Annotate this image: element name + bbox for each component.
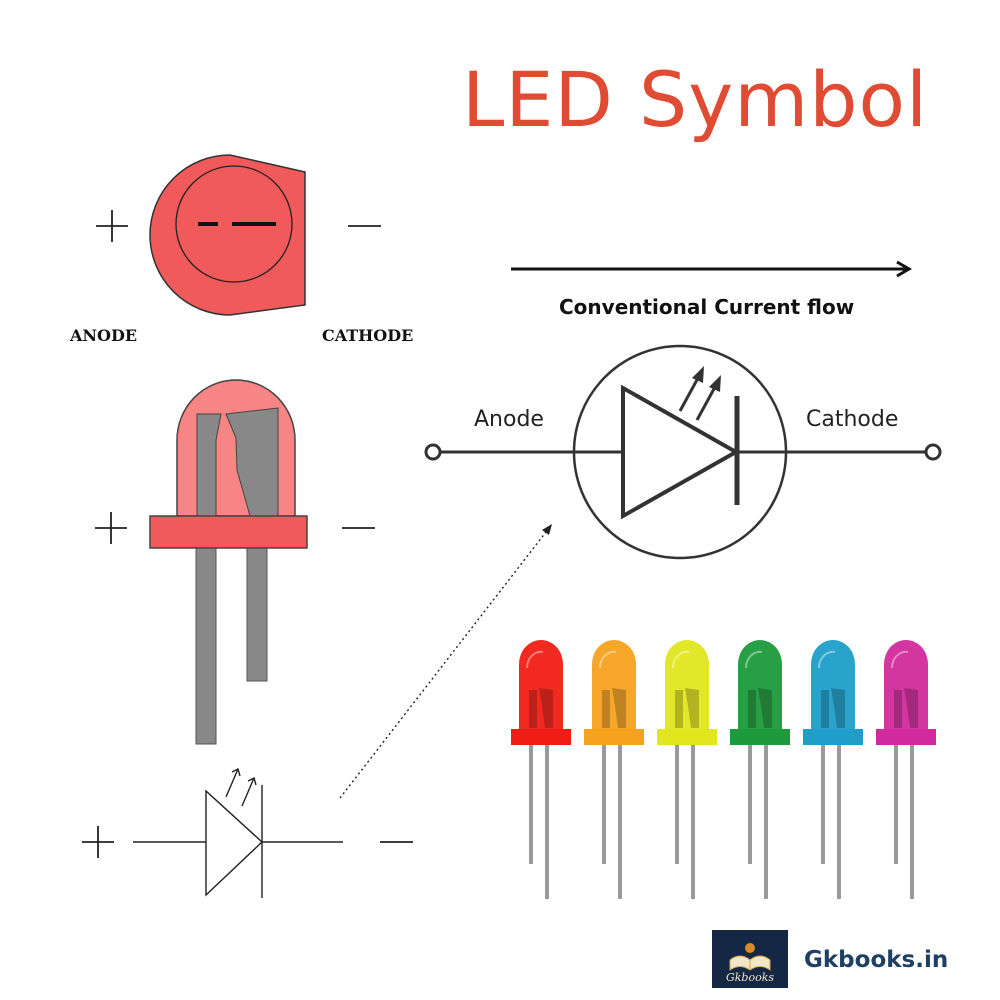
led-color-row xyxy=(511,640,936,899)
dotted-connector-arrow xyxy=(339,524,552,799)
brand-name[interactable]: Gkbooks.in xyxy=(804,947,949,973)
led-side-anvil xyxy=(196,413,222,517)
label-cathode-top: CATHODE xyxy=(322,326,414,345)
led-side-lead-right xyxy=(246,547,268,682)
led-3 xyxy=(657,640,717,899)
label-current-flow: Conventional Current flow xyxy=(559,295,855,319)
led-5 xyxy=(803,640,863,899)
led-top-inner-ring xyxy=(175,165,293,283)
label-anode: Anode xyxy=(474,407,544,432)
current-flow-arrow xyxy=(511,260,912,278)
led-circuit-symbol xyxy=(424,344,942,560)
led-1 xyxy=(511,640,571,899)
led-side-flange xyxy=(149,515,308,549)
led-top-flat-body xyxy=(149,154,306,316)
label-cathode: Cathode xyxy=(806,407,899,432)
plus-sign-top xyxy=(96,210,128,242)
brand-logo[interactable]: Gkbooks xyxy=(712,930,788,988)
led-top-view xyxy=(149,154,306,316)
label-anode-top: ANODE xyxy=(70,326,138,345)
led-4 xyxy=(730,640,790,899)
plus-sign-bottom xyxy=(82,826,114,858)
plus-sign-side xyxy=(95,512,127,544)
led-6 xyxy=(876,640,936,899)
brand-logo-text: Gkbooks xyxy=(725,971,775,984)
title: LED Symbol xyxy=(462,55,929,144)
led-2 xyxy=(584,640,644,899)
book-icon xyxy=(729,943,771,971)
diode-symbol-small xyxy=(133,767,343,898)
led-side-view xyxy=(149,379,308,745)
led-side-lead-left xyxy=(195,547,217,745)
